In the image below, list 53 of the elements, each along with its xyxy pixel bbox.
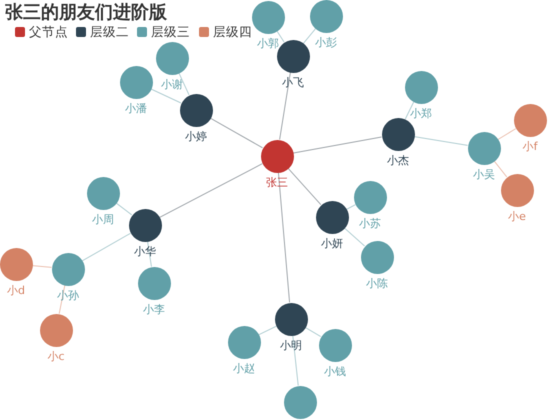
connector-line bbox=[147, 240, 152, 268]
node-label: 小杰 bbox=[387, 154, 409, 166]
connector-line bbox=[32, 265, 52, 268]
node-label: 小华 bbox=[134, 244, 156, 258]
connector-line bbox=[414, 136, 468, 146]
connector-line bbox=[116, 202, 132, 216]
node-label: 小郑 bbox=[410, 106, 432, 120]
connector-line bbox=[276, 30, 285, 43]
node-label: 小明 bbox=[280, 338, 302, 352]
connector-line bbox=[58, 284, 66, 314]
node-label: 小d bbox=[7, 284, 25, 296]
node-label: 张三 bbox=[266, 176, 288, 188]
connector-line bbox=[279, 72, 291, 140]
legend-label: 层级二 bbox=[90, 24, 129, 40]
node-label: 小钱 bbox=[324, 364, 346, 378]
node-label: 小赵 bbox=[233, 362, 255, 374]
connector-line bbox=[150, 88, 182, 104]
legend-label: 层级三 bbox=[151, 24, 190, 40]
connector-line bbox=[494, 160, 508, 178]
connector-line bbox=[210, 118, 264, 148]
connector-line bbox=[292, 334, 299, 386]
node-label: 小郭 bbox=[257, 36, 279, 50]
node-label: 小苏 bbox=[359, 216, 381, 230]
legend-label: 父节点 bbox=[29, 24, 68, 40]
legend-label: 层级四 bbox=[213, 24, 252, 40]
connector-line bbox=[178, 72, 190, 96]
node-label: 小潘 bbox=[125, 102, 147, 114]
connector-line bbox=[288, 168, 322, 206]
node-label: 小e bbox=[508, 210, 526, 222]
connector-line bbox=[292, 136, 382, 154]
connector-line bbox=[159, 163, 263, 218]
node-label: 小李 bbox=[143, 302, 165, 316]
node-label: 小f bbox=[522, 140, 538, 152]
node-label: 小彭 bbox=[315, 36, 337, 48]
chart-title: 张三的朋友们进阶版 bbox=[5, 2, 167, 24]
connector-line bbox=[346, 204, 356, 210]
node-label: 小谢 bbox=[161, 78, 183, 90]
connector-line bbox=[498, 128, 516, 140]
node-label: 小婷 bbox=[185, 130, 207, 142]
node-label: 小陈 bbox=[366, 276, 388, 290]
node-label: 小周 bbox=[92, 212, 114, 226]
connector-line bbox=[303, 28, 316, 44]
node-label: 小c bbox=[47, 350, 65, 362]
node-label: 小飞 bbox=[282, 76, 304, 88]
node-label: 小妍 bbox=[321, 236, 343, 250]
connector-line bbox=[258, 326, 277, 336]
node-label: 小吴 bbox=[473, 168, 495, 180]
node-label: 小孙 bbox=[57, 288, 79, 302]
connector-line bbox=[304, 326, 322, 338]
connector-line bbox=[344, 228, 366, 246]
connector-line bbox=[404, 101, 414, 120]
connector-line bbox=[278, 172, 290, 303]
connector-line bbox=[82, 232, 132, 262]
